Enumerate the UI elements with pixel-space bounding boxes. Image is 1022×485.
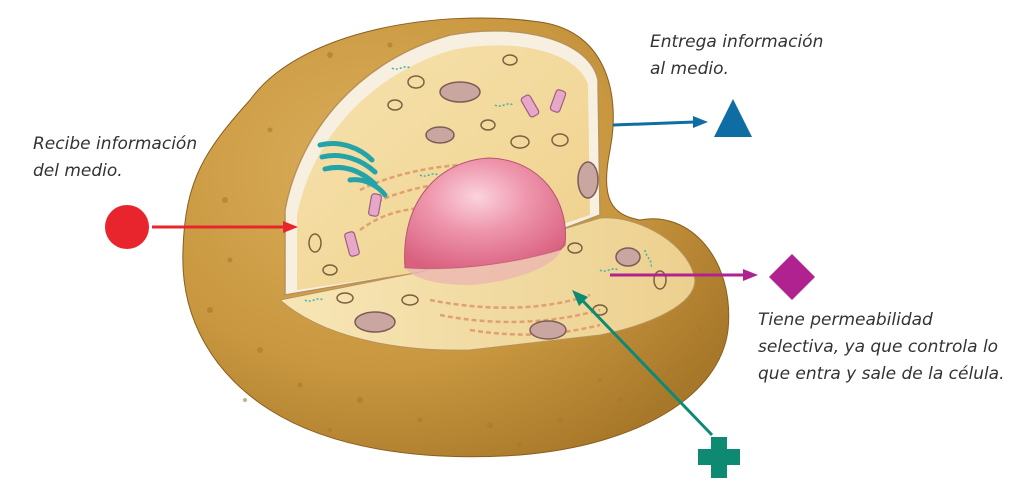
label-delivers-info: Entrega información al medio.	[650, 29, 823, 83]
label-delivers-info-line-1: Entrega información	[650, 29, 823, 56]
cross-symbol	[698, 437, 740, 478]
label-receives-info: Recibe información del medio.	[33, 131, 197, 185]
circle-symbol	[105, 205, 149, 249]
label-selective-permeability-line-3: que entra y sale de la célula.	[758, 361, 1005, 388]
label-delivers-info-line-2: al medio.	[650, 56, 823, 83]
triangle-symbol	[714, 99, 752, 137]
arrow-deliver	[613, 116, 708, 128]
label-receives-info-line-2: del medio.	[33, 158, 197, 185]
label-selective-permeability: Tiene permeabilidad selectiva, ya que co…	[758, 307, 1005, 388]
label-selective-permeability-line-1: Tiene permeabilidad	[758, 307, 1005, 334]
label-receives-info-line-1: Recibe información	[33, 131, 197, 158]
label-selective-permeability-line-2: selectiva, ya que controla lo	[758, 334, 1005, 361]
diamond-symbol	[769, 254, 815, 300]
